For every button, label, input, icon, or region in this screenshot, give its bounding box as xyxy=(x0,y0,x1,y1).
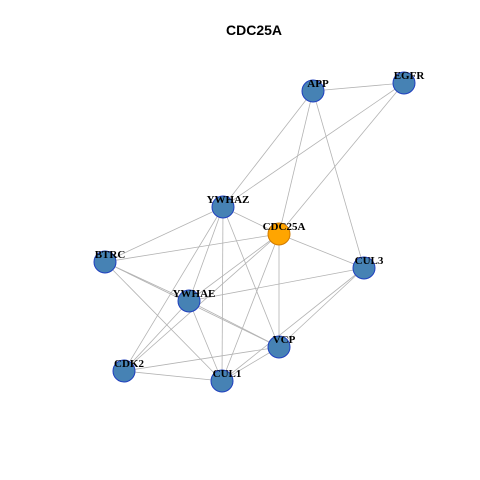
edge-egfr-cdc25a xyxy=(278,82,405,235)
edge-cul3-vcp xyxy=(278,267,365,348)
node-cdk2[interactable]: CDK2 xyxy=(112,358,144,383)
node-vcp[interactable]: VCP xyxy=(267,334,296,359)
edge-cdk2-cul1 xyxy=(123,370,223,382)
edge-ywhaz-ywhae xyxy=(188,206,224,302)
edge-ywhaz-cul1 xyxy=(221,206,224,382)
edge-btrc-cul1 xyxy=(104,261,223,382)
node-cul3[interactable]: CUL3 xyxy=(352,255,384,280)
edge-ywhaz-btrc xyxy=(104,206,224,263)
edges-layer xyxy=(104,82,405,382)
edge-cul3-cul1 xyxy=(221,267,365,382)
node-circle-cul1[interactable] xyxy=(210,369,234,393)
node-egfr[interactable]: EGFR xyxy=(392,70,426,95)
node-circle-cul3[interactable] xyxy=(352,256,376,280)
node-cul1[interactable]: CUL1 xyxy=(210,368,242,393)
node-circle-vcp[interactable] xyxy=(267,335,291,359)
edge-ywhaz-vcp xyxy=(222,206,280,348)
node-label-ywhae: YWHAE xyxy=(173,288,216,300)
node-ywhae[interactable]: YWHAE xyxy=(173,288,216,313)
node-label-cul3: CUL3 xyxy=(355,255,384,267)
node-ywhaz[interactable]: YWHAZ xyxy=(207,194,250,219)
node-label-btrc: BTRC xyxy=(95,249,126,261)
node-label-egfr: EGFR xyxy=(394,70,426,82)
edge-app-ywhaz xyxy=(222,90,314,208)
node-label-cdk2: CDK2 xyxy=(114,358,144,370)
edge-app-cul3 xyxy=(312,90,365,269)
edge-ywhaz-cdk2 xyxy=(123,206,224,372)
node-label-vcp: VCP xyxy=(273,334,296,346)
node-label-cul1: CUL1 xyxy=(213,368,242,380)
node-circle-cdk2[interactable] xyxy=(112,359,136,383)
node-circle-ywhaz[interactable] xyxy=(211,195,235,219)
edge-ywhae-cul3 xyxy=(188,267,365,302)
edge-app-egfr xyxy=(312,82,405,92)
node-app[interactable]: APP xyxy=(301,78,329,103)
edge-cdc25a-cul1 xyxy=(221,233,280,382)
edge-ywhae-vcp xyxy=(188,300,280,348)
edge-ywhae-cdk2 xyxy=(123,300,190,372)
edge-app-cdc25a xyxy=(278,90,314,235)
diagram-title: CDC25A xyxy=(226,22,282,38)
edge-egfr-ywhaz xyxy=(222,82,405,208)
node-circle-app[interactable] xyxy=(301,79,325,103)
edge-cdc25a-cdk2 xyxy=(123,233,280,372)
node-cdc25a[interactable]: CDC25A xyxy=(263,221,306,246)
node-circle-cdc25a[interactable] xyxy=(267,222,291,246)
edge-vcp-cdk2 xyxy=(123,346,280,372)
node-label-app: APP xyxy=(307,78,329,90)
edge-ywhae-cul1 xyxy=(188,300,223,382)
edge-cdc25a-cul3 xyxy=(278,233,365,269)
node-btrc[interactable]: BTRC xyxy=(93,249,126,274)
node-circle-egfr[interactable] xyxy=(392,71,416,95)
node-label-ywhaz: YWHAZ xyxy=(207,194,250,206)
node-label-cdc25a: CDC25A xyxy=(263,221,306,233)
node-circle-btrc[interactable] xyxy=(93,250,117,274)
node-circle-ywhae[interactable] xyxy=(177,289,201,313)
edge-cdc25a-ywhae xyxy=(188,233,280,302)
edge-cdc25a-btrc xyxy=(104,233,280,263)
